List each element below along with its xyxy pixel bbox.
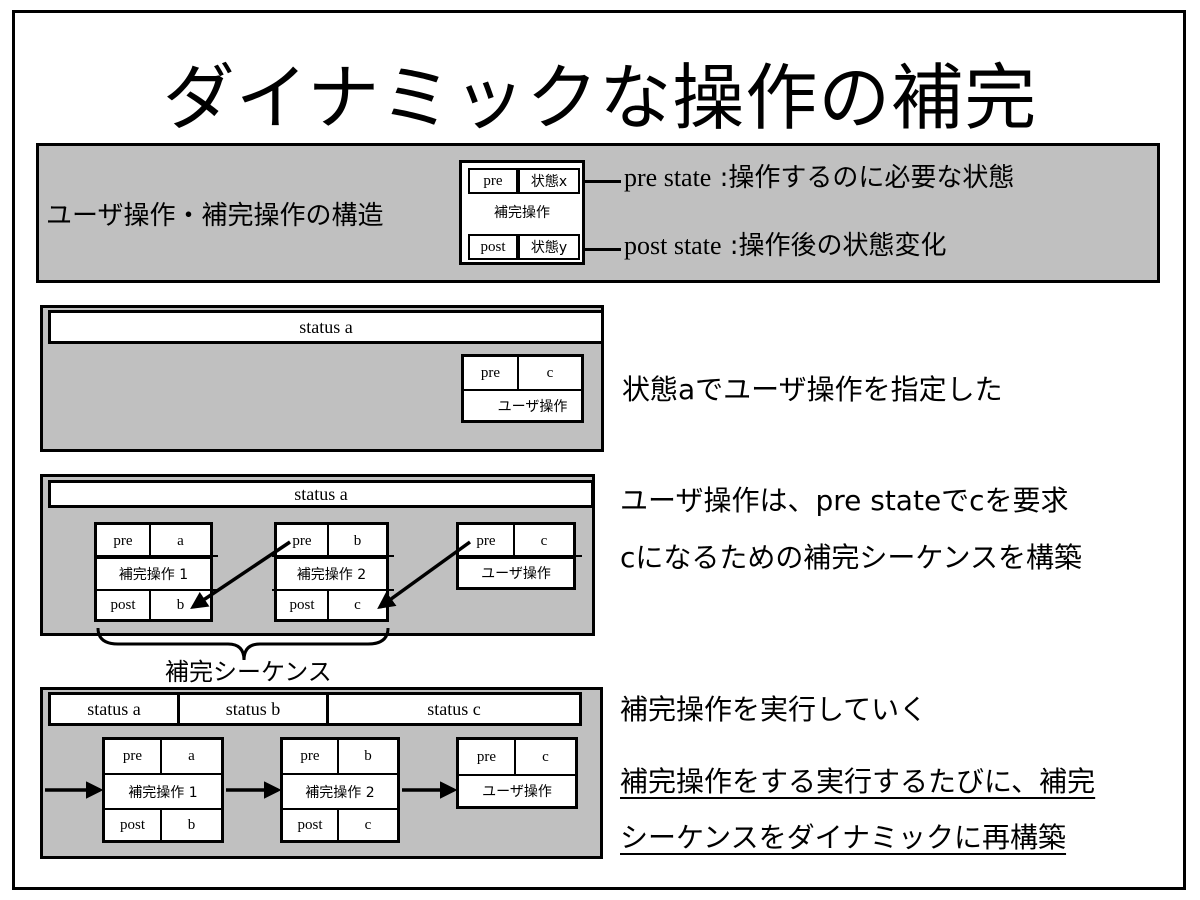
legend-label: ユーザ操作・補完操作の構造 (46, 201, 384, 231)
legend-panel (36, 143, 1160, 283)
legend-post-label: post (468, 234, 518, 260)
step1-op-name: ユーザ操作 (497, 398, 568, 415)
step3-op1-pre-label: pre (105, 740, 162, 775)
step3-status-a: status a (48, 692, 180, 726)
legend-post-description: post state :操作後の状態変化 (624, 230, 947, 262)
legend-pre-state: 状態x (518, 168, 580, 194)
step3-op2: pre b 補完操作 2 post c (280, 737, 400, 843)
step2-op2: pre b 補完操作 2 post c (274, 522, 389, 622)
legend-operation-box: pre 状態x 補完操作 post 状態y (459, 160, 585, 265)
step3-op1-name: 補完操作 1 (105, 775, 221, 810)
legend-pre-description: pre state :操作するのに必要な状態 (624, 162, 1014, 194)
step3-op1-pre-value: a (162, 740, 221, 775)
step2-post-line-1 (94, 589, 218, 591)
step2-op1-pre-value: a (151, 525, 210, 559)
step2-arrow-1 (190, 540, 291, 609)
legend-pre-desc-en: pre state (624, 163, 712, 192)
step3-op2-post-value: c (364, 816, 372, 833)
legend-op-name: 補完操作 (494, 205, 550, 221)
step3-op3-pre-label: pre (459, 740, 516, 776)
step3-op1: pre a 補完操作 1 post b (102, 737, 224, 843)
legend-post-state: 状態y (518, 234, 580, 260)
step2-op1-post-label: post (97, 591, 151, 619)
step2-op3-name: ユーザ操作 (481, 566, 551, 582)
step1-pre-label: pre (464, 357, 519, 391)
step2-op1-pre-label: pre (97, 525, 151, 559)
step3-op1-post-label: post (105, 810, 162, 840)
step3-caption: 補完操作を実行していく (620, 693, 928, 726)
step2-caption-line1: ユーザ操作は、pre stateでcを要求 (620, 484, 1069, 517)
step2-brace (96, 627, 390, 661)
step3-conclusion-line1: 補完操作をする実行するたびに、補完 (620, 765, 1096, 798)
legend-pre-desc-jp: :操作するのに必要な状態 (719, 163, 1015, 193)
step2-arrow-2 (377, 540, 472, 610)
step3-status-b: status b (177, 692, 329, 726)
step2-pre-line-3 (456, 555, 582, 557)
step2-op3-pre-label: pre (459, 525, 515, 559)
step3-op2-post-label: post (283, 810, 339, 840)
slide-frame (12, 10, 1186, 890)
step2-op2-pre-value: b (329, 525, 386, 559)
step1-pre-value: c (519, 357, 581, 391)
legend-post-desc-jp: :操作後の状態変化 (729, 231, 947, 261)
step2-op3-pre-value: c (515, 525, 573, 559)
step2-op1-post-value: b (176, 596, 185, 613)
step3-user-op: pre c ユーザ操作 (456, 737, 578, 809)
legend-pre-connector (585, 180, 621, 183)
slide-title: ダイナミックな操作の補完 (162, 56, 1038, 140)
step2-op2-pre-label: pre (277, 525, 329, 559)
step1-status-bar: status a (48, 310, 604, 344)
step3-op2-name: 補完操作 2 (283, 775, 397, 810)
step3-op3-pre-value: c (516, 740, 575, 776)
step2-op2-post-value: c (354, 596, 361, 613)
step2-brace-label: 補完シーケンス (165, 658, 332, 686)
step3-status-c: status c (326, 692, 582, 726)
step3-op1-post-value: b (187, 816, 196, 833)
step3-op2-pre-label: pre (283, 740, 339, 775)
step2-pre-line-1 (94, 555, 218, 557)
step2-post-line-2 (272, 589, 394, 591)
step3-op3-name: ユーザ操作 (482, 784, 552, 800)
step1-caption: 状態aでユーザ操作を指定した (622, 373, 1003, 406)
step2-caption-line2: cになるための補完シーケンスを構築 (620, 541, 1082, 574)
step3-conclusion-line2: シーケンスをダイナミックに再構築 (620, 821, 1067, 854)
legend-post-desc-en: post state (624, 231, 722, 260)
legend-pre-label: pre (468, 168, 518, 194)
step3-op2-pre-value: b (339, 740, 397, 775)
step2-status-bar: status a (48, 480, 594, 508)
step2-pre-line-2 (272, 555, 394, 557)
step2-op2-post-label: post (277, 591, 329, 619)
step1-user-op: pre c ユーザ操作 (461, 354, 584, 423)
legend-post-connector (585, 248, 621, 251)
